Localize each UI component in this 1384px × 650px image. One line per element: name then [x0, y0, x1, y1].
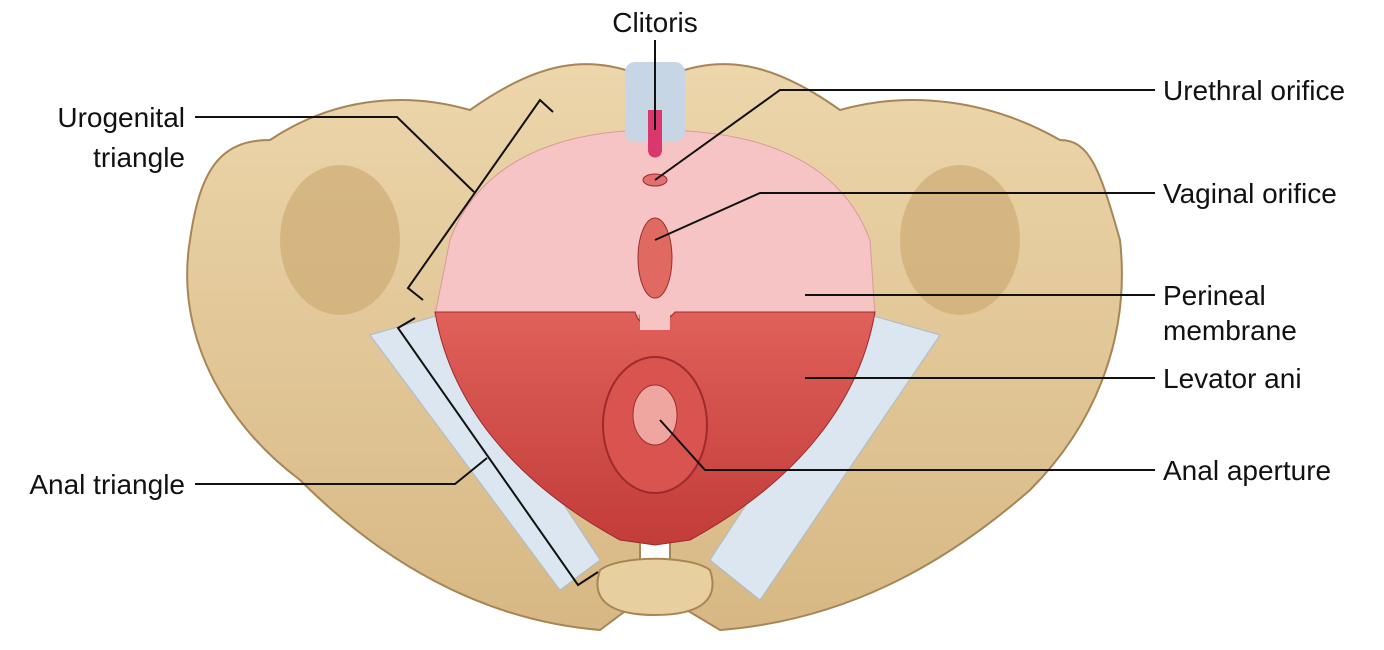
label-levator-ani: Levator ani — [1163, 363, 1302, 394]
coccyx — [596, 557, 714, 617]
label-anal-triangle: Anal triangle — [29, 469, 185, 500]
obturator-foramen-left — [280, 165, 400, 315]
urogenital-bracket — [406, 98, 554, 301]
anal-aperture — [632, 384, 678, 446]
label-urethral-orifice: Urethral orifice — [1163, 75, 1345, 106]
label-clitoris: Clitoris — [612, 7, 698, 38]
label-perineal-2: membrane — [1163, 315, 1297, 346]
vaginal-orifice — [637, 217, 673, 299]
label-urogenital-1: Urogenital — [57, 102, 185, 133]
sacrotuberous-ligament-right — [709, 314, 941, 601]
vaginal-leader — [654, 192, 1155, 241]
anal-triangle-leader — [195, 457, 488, 485]
label-anal-aperture: Anal aperture — [1163, 455, 1331, 486]
urethral-leader — [654, 89, 1155, 181]
anal-aperture-leader — [659, 419, 1155, 471]
anal-bracket — [396, 317, 599, 587]
label-perineal-1: Perineal — [1163, 280, 1266, 311]
urogenital-leader — [195, 116, 475, 193]
label-vaginal-orifice: Vaginal orifice — [1163, 178, 1337, 209]
obturator-foramen-right — [900, 165, 1020, 315]
label-urogenital-2: triangle — [93, 142, 185, 173]
clitoris-glans — [648, 110, 662, 158]
